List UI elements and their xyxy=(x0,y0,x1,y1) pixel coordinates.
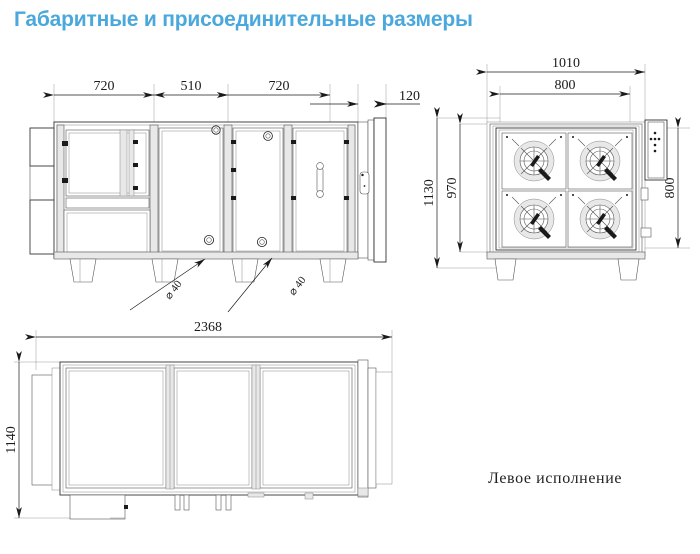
front-drain-callout-leaders xyxy=(129,257,273,313)
front-section-dividers xyxy=(56,124,356,256)
fan-assembly-icon xyxy=(506,194,562,240)
plan-left-duct-stub xyxy=(31,367,63,491)
control-indicator-dots xyxy=(649,131,661,153)
front-right-duct-flange xyxy=(357,117,387,263)
side-dim-970-label: 970 xyxy=(445,178,460,199)
plan-dim-2368-label: 2368 xyxy=(194,320,222,335)
front-left-duct-stub xyxy=(29,127,57,255)
front-drain-callout-2: ⌀ 40 xyxy=(287,274,309,298)
page-title: Габаритные и присоединительные размеры xyxy=(14,8,473,31)
side-dim-1010-label: 1010 xyxy=(552,56,580,71)
plan-right-duct-flange xyxy=(357,359,393,498)
plan-top-view: 2368 1140 xyxy=(4,320,393,520)
side-support-legs xyxy=(494,258,640,281)
front-section2-panel xyxy=(158,125,224,255)
side-dim-1130-label: 1130 xyxy=(422,179,437,206)
front-elevation-view: 720 510 720 120 xyxy=(29,79,420,313)
plan-bottom-fittings xyxy=(69,487,369,520)
side-fan-grid xyxy=(501,132,633,248)
door-handle-icon xyxy=(316,162,324,198)
front-section4-main-door xyxy=(291,127,349,255)
fan-assembly-icon xyxy=(506,136,562,182)
front-dim-720b-label: 720 xyxy=(269,79,290,94)
fan-assembly-icon xyxy=(572,194,628,240)
side-elevation-view: 1010 800 1130 970 800 xyxy=(422,56,690,281)
plan-module-panels xyxy=(65,364,353,490)
front-support-legs xyxy=(69,258,347,283)
plan-dim-1140-label: 1140 xyxy=(4,426,19,453)
front-dim-510-label: 510 xyxy=(181,79,202,94)
configuration-note: Левое исполнение xyxy=(488,470,622,487)
front-base-rail xyxy=(53,251,359,260)
front-dim-120-label: 120 xyxy=(399,89,420,104)
side-dim-800right-label: 800 xyxy=(663,178,678,199)
front-dimension-line-row2 xyxy=(310,100,420,108)
front-dim-510-arrows xyxy=(154,92,228,98)
side-dim-800top-label: 800 xyxy=(555,78,576,93)
side-base-rail xyxy=(486,251,646,260)
front-section1-filter-panel xyxy=(62,129,151,256)
front-dim-720a-label: 720 xyxy=(94,79,115,94)
front-extension-lines xyxy=(53,84,387,122)
fan-assembly-icon xyxy=(572,136,628,182)
side-control-box xyxy=(640,119,668,238)
front-section3-access-door xyxy=(231,127,284,255)
